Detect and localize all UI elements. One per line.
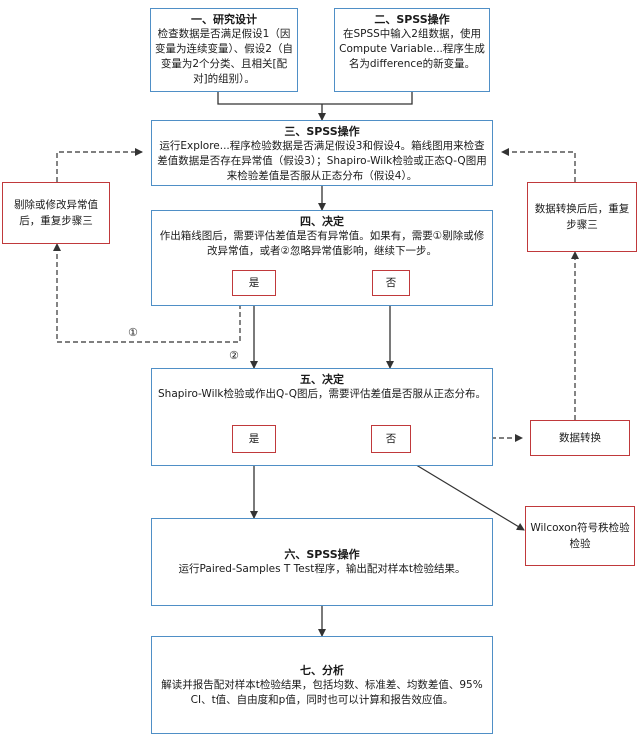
step5-yes: 是 xyxy=(232,425,276,453)
step4-body: 作出箱线图后，需要评估差值是否有异常值。如果有，需要①剔除或修改异常值，或者②忽… xyxy=(159,230,485,257)
step7-title: 七、分析 xyxy=(300,663,344,677)
step1-box: 一、研究设计 检查数据是否满足假设1（因变量为连续变量）、假设2（自变量为2个分… xyxy=(150,8,298,92)
option1-mark: ① xyxy=(128,326,138,339)
step6-box: 六、SPSS操作 运行Paired-Samples T Test程序，输出配对样… xyxy=(151,518,493,606)
arrow-option1-to-side-left xyxy=(53,243,241,343)
arrow-side-right-to-step3 xyxy=(501,148,576,182)
step5-body: Shapiro-Wilk检验或作出Q-Q图后，需要评估差值是否服从正态分布。 xyxy=(158,388,486,400)
step7-body: 解读并报告配对样本t检验结果，包括均数、标准差、均数差值、95% CI、t值、自… xyxy=(161,678,483,706)
step2-title: 二、SPSS操作 xyxy=(374,13,450,26)
side-right-box: 数据转换后后，重复步骤三 xyxy=(527,182,637,252)
step4-box: 四、决定 作出箱线图后，需要评估差值是否有异常值。如果有，需要①剔除或修改异常值… xyxy=(151,210,493,306)
step3-title: 三、SPSS操作 xyxy=(284,125,360,138)
arrow-step5-no-to-wilcoxon xyxy=(397,453,525,531)
transform-box: 数据转换 xyxy=(530,420,630,456)
step4-title: 四、决定 xyxy=(300,215,344,228)
arrow-side-left-to-step3 xyxy=(56,148,143,182)
step3-box: 三、SPSS操作 运行Explore...程序检验数据是否满足假设3和假设4。箱… xyxy=(151,120,493,186)
step1-body: 检查数据是否满足假设1（因变量为连续变量）、假设2（自变量为2个分类、且相关[配… xyxy=(155,28,293,85)
step4-yes: 是 xyxy=(232,270,276,296)
step3-body: 运行Explore...程序检验数据是否满足假设3和假设4。箱线图用来检查差值数… xyxy=(157,140,487,182)
step4-no: 否 xyxy=(372,270,410,296)
step6-body: 运行Paired-Samples T Test程序，输出配对样本t检验结果。 xyxy=(178,563,466,575)
option2-mark: ② xyxy=(229,349,239,362)
connector-step1-merge xyxy=(217,92,322,105)
step2-box: 二、SPSS操作 在SPSS中输入2组数据，使用Compute Variable… xyxy=(334,8,490,92)
step1-title: 一、研究设计 xyxy=(191,13,257,26)
step5-no: 否 xyxy=(371,425,411,453)
step5-title: 五、决定 xyxy=(300,373,344,386)
step6-title: 六、SPSS操作 xyxy=(284,548,360,561)
step7-box: 七、分析 解读并报告配对样本t检验结果，包括均数、标准差、均数差值、95% CI… xyxy=(151,636,493,734)
wilcoxon-box: Wilcoxon符号秩检验检验 xyxy=(525,506,635,566)
step5-box: 五、决定 Shapiro-Wilk检验或作出Q-Q图后，需要评估差值是否服从正态… xyxy=(151,368,493,466)
connector-step2-merge xyxy=(322,92,413,105)
side-left-box: 剔除或修改异常值后，重复步骤三 xyxy=(2,182,110,244)
step2-body: 在SPSS中输入2组数据，使用Compute Variable...程序生成名为… xyxy=(339,28,485,70)
